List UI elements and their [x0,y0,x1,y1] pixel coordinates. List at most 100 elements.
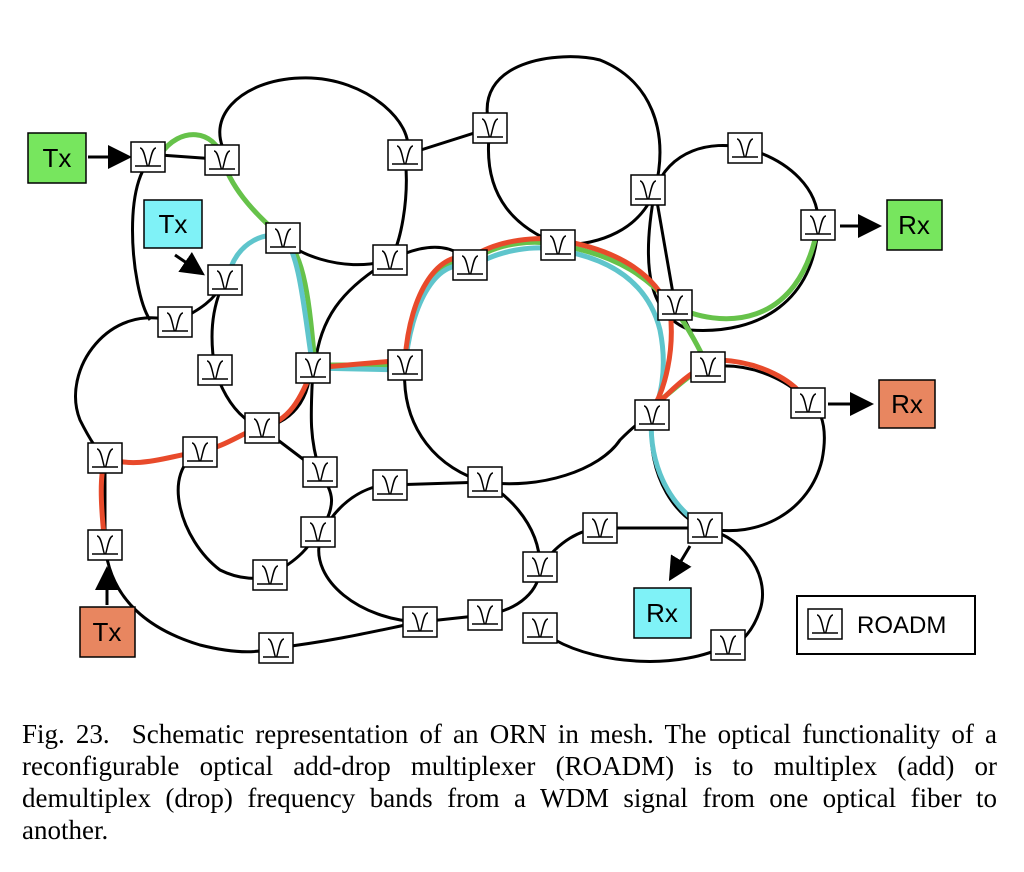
roadm-switch-icon [209,150,235,170]
roadm-switch-icon [695,357,721,377]
roadm-node [540,229,576,261]
roadm-node [522,612,558,644]
fiber-ring-bottom [103,544,421,654]
roadm-switch-icon [407,612,433,632]
roadm-switch-icon [732,138,758,158]
tx-green-label: Tx [43,143,72,173]
legend: ROADM [796,595,976,655]
roadm-switch-icon [545,235,571,255]
caption-text: Schematic representation of an ORN in me… [22,719,997,845]
roadm-switch-icon [477,118,503,138]
rx-orange-label: Rx [891,389,923,419]
roadm-node [258,632,294,664]
roadm-switch-icon [639,405,665,425]
roadm-switch-icon [527,557,553,577]
roadm-switch-icon [263,638,289,658]
roadm-node [387,139,423,171]
roadm-switch-icon [795,393,821,413]
roadm-node [207,264,243,296]
fiber-ring-upper-left [218,76,410,267]
roadm-switch-icon [392,145,418,165]
roadm-switch-icon [257,565,283,585]
roadm-switch-icon [457,255,483,275]
roadm-switch-icon [715,635,741,655]
roadm-switch-icon [135,147,161,167]
roadm-node [630,174,666,206]
roadm-node [204,144,240,176]
roadm-node [300,516,336,548]
roadm-switch-icon [212,270,238,290]
roadm-node [87,442,123,474]
roadm-node [402,606,438,638]
roadm-node [472,112,508,144]
roadm-node [710,629,746,661]
figure-caption: Fig. 23.Schematic representation of an O… [22,718,997,846]
roadm-node [452,249,488,281]
tx-green-box: Tx [27,132,87,184]
roadm-switch-icon [805,215,831,235]
fiber-ring-top-center [404,55,662,247]
roadm-node [197,354,233,386]
arrow-tx-cyan [174,251,205,276]
roadm-node [690,351,726,383]
rx-green-box: Rx [886,199,943,251]
roadm-switch-icon [307,462,333,482]
rx-cyan-box: Rx [633,587,692,639]
roadm-switch-icon [305,522,331,542]
endpoints: Tx Tx Tx Rx Rx Rx [27,132,943,658]
roadm-node [634,399,670,431]
roadm-node [157,306,193,338]
roadm-node [302,456,338,488]
roadm-node [265,222,301,254]
roadm-switch-icon [662,295,688,315]
roadm-node [467,466,503,498]
roadm-node [687,512,723,544]
roadm-switch-icon [202,360,228,380]
roadm-node [130,141,166,173]
orn-mesh-diagram: Tx Tx Tx Rx Rx Rx ROADM [27,55,976,664]
roadm-node [252,559,288,591]
roadm-node [182,436,218,468]
roadm-node [87,529,123,561]
roadm-switch-icon [92,535,118,555]
roadm-node [387,349,423,381]
roadm-node [467,599,503,631]
roadm-node [295,352,331,384]
roadm-switch-icon [472,472,498,492]
roadm-node [657,289,693,321]
rx-cyan-label: Rx [646,598,678,628]
roadm-nodes [87,112,836,664]
roadm-switch-icon [377,250,403,270]
legend-roadm-icon [807,608,843,640]
roadm-node [800,209,836,241]
roadm-node [727,132,763,164]
roadm-switch-icon [300,358,326,378]
roadm-node [522,551,558,583]
rx-green-label: Rx [898,210,930,240]
arrows [88,145,882,605]
roadm-switch-icon [692,518,718,538]
tx-orange-box: Tx [79,606,136,658]
roadm-switch-icon [587,518,613,538]
arrow-rx-cyan [668,545,692,582]
roadm-switch-icon [249,418,275,438]
roadm-node [372,244,408,276]
roadm-switch-icon [270,228,296,248]
roadm-node [244,412,280,444]
roadm-node [790,387,826,419]
rx-orange-box: Rx [878,379,936,429]
roadm-switch-icon [377,475,403,495]
roadm-switch-icon [187,442,213,462]
legend-label: ROADM [857,612,946,639]
caption-number: Fig. 23. [22,719,110,749]
tx-cyan-box: Tx [143,199,203,249]
roadm-switch-icon [92,448,118,468]
tx-cyan-label: Tx [159,209,188,239]
roadm-node [372,469,408,501]
roadm-node [582,512,618,544]
roadm-switch-icon [392,355,418,375]
roadm-switch-icon [635,180,661,200]
roadm-switch-icon [527,618,553,638]
roadm-switch-icon [472,605,498,625]
fiber-ring-lower-center [317,471,542,624]
